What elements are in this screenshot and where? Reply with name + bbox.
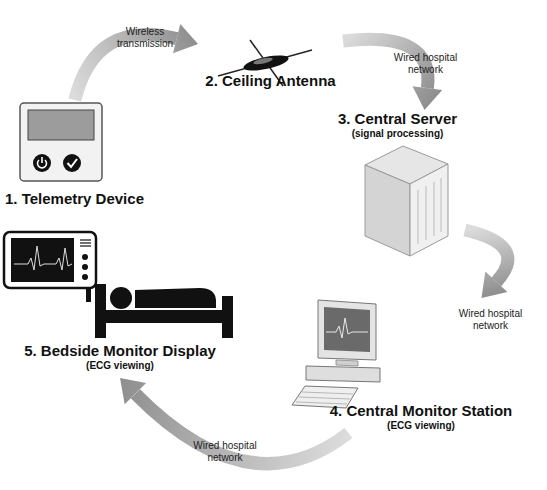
arrow-head: [482, 272, 508, 298]
arrow-band: [343, 39, 428, 88]
telemetry-device-icon: [20, 103, 102, 181]
connection-label: Wired hospital network: [180, 440, 270, 464]
bedside-monitor-icon: [4, 232, 96, 302]
component-node: 5. Bedside Monitor Display(ECG viewing): [0, 228, 240, 378]
component-node: 2. Ceiling Antenna: [198, 32, 343, 92]
component-title: 4. Central Monitor Station: [300, 402, 542, 419]
component-title: 5. Bedside Monitor Display: [0, 342, 240, 359]
arrow-band: [135, 394, 348, 464]
component-title: 1. Telemetry Device: [5, 190, 160, 207]
hospital-bed-icon: [95, 284, 233, 338]
server-icon: [365, 146, 448, 256]
component-subtitle: (signal processing): [330, 128, 465, 140]
component-node: 1. Telemetry Device: [5, 100, 160, 212]
component-title: 2. Ceiling Antenna: [198, 72, 343, 89]
curved-arrow: [120, 378, 348, 464]
computer-icon: [292, 300, 380, 408]
curved-arrow: [465, 230, 508, 298]
arrow-head: [173, 24, 198, 53]
connection-label: Wireless transmission: [100, 26, 190, 50]
connection-label: Wired hospital network: [383, 52, 468, 76]
connection-label: Wired hospital network: [448, 308, 533, 332]
component-subtitle: (ECG viewing): [0, 360, 240, 372]
component-node: 3. Central Server(signal processing): [330, 110, 465, 260]
component-title: 3. Central Server: [330, 110, 465, 127]
curved-arrow: [75, 24, 198, 100]
arrow-head: [120, 378, 146, 404]
component-subtitle: (ECG viewing): [300, 420, 542, 432]
arrow-head: [413, 86, 443, 110]
